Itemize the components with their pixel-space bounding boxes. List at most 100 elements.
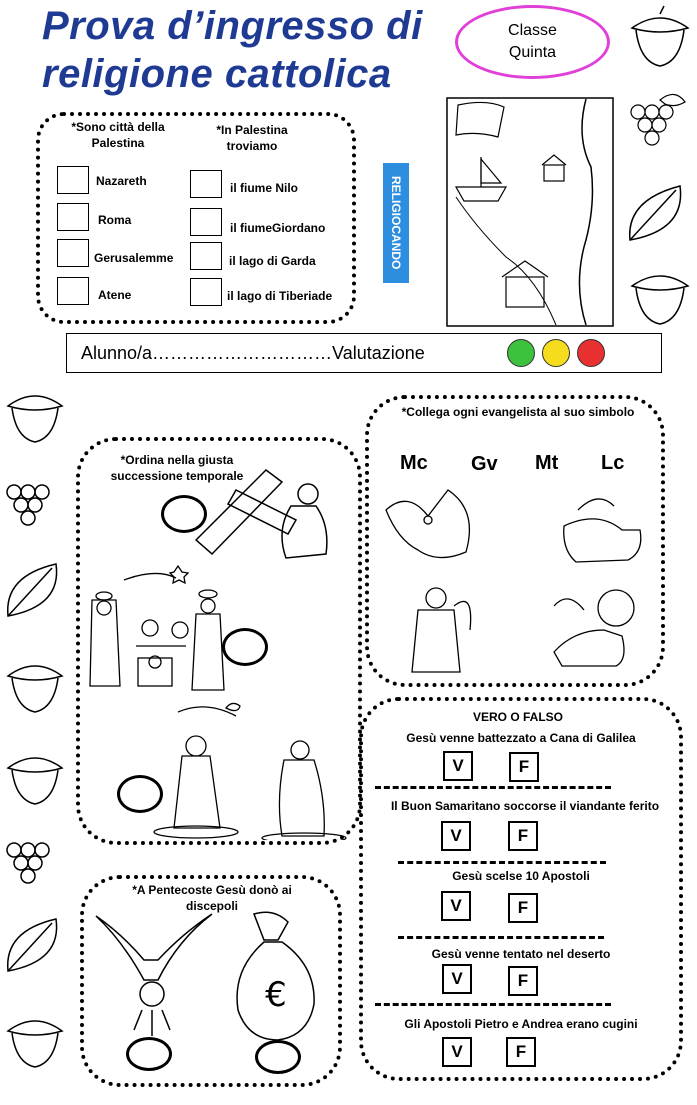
option-tiberiade: il lago di Tiberiade — [227, 289, 333, 303]
true-false-section — [359, 697, 683, 1081]
dove-icon — [95, 913, 213, 1036]
option-giordano: il fiumeGiordano — [230, 221, 326, 235]
palestine-cities-heading: *Sono città della Palestina — [71, 120, 165, 150]
evangelist-gv: Gv — [471, 453, 498, 475]
order-circle-1[interactable] — [161, 495, 207, 533]
title-line-2: religione cattolica — [42, 52, 392, 96]
boat-icon — [454, 157, 508, 202]
sad-face-icon[interactable] — [577, 339, 605, 367]
happy-face-icon[interactable] — [507, 339, 535, 367]
cross-icon — [194, 469, 328, 559]
evangelist-mt: Mt — [535, 452, 559, 474]
true-box-3[interactable]: V — [441, 891, 471, 921]
angel-icon — [411, 587, 472, 673]
class-label-1: Classe — [508, 22, 557, 39]
option-garda: il lago di Garda — [229, 254, 316, 268]
page-title: Prova d’ingresso di religione cattolica — [42, 2, 442, 98]
divider-1 — [375, 786, 611, 789]
evangelists-heading: *Collega ogni evangelista al suo simbolo — [401, 405, 635, 419]
palestine-places-heading: *In Palestina troviamo — [216, 123, 288, 153]
evangelist-mc: Mc — [400, 452, 428, 474]
true-box-2[interactable]: V — [441, 821, 471, 851]
statement-1: Gesù venne battezzato a Cana di Galilea — [406, 731, 636, 745]
ox-icon — [563, 498, 642, 563]
acorn-icon — [630, 275, 690, 325]
true-box-4[interactable]: V — [442, 964, 472, 994]
student-name-label: Alunno/a…………………………Valutazione — [81, 343, 425, 363]
acorn-icon — [6, 1020, 64, 1068]
false-box-1[interactable]: F — [509, 752, 539, 782]
order-heading: *Ordina nella giusta successione tempora… — [110, 453, 244, 483]
option-nazareth: Nazareth — [96, 174, 147, 188]
false-box-5[interactable]: F — [506, 1037, 536, 1067]
divider-3 — [398, 936, 604, 939]
statement-2: Il Buon Samaritano soccorse il viandante… — [390, 799, 660, 813]
baptism-icon — [153, 702, 347, 840]
option-gerusalemme: Gerusalemme — [94, 251, 174, 265]
pentecost-circle-2[interactable] — [255, 1040, 301, 1074]
option-nilo: il fiume Nilo — [230, 181, 299, 195]
nativity-icon — [89, 564, 225, 691]
leaf-icon — [7, 918, 58, 972]
pentecost-section — [80, 875, 342, 1087]
statement-4: Gesù venne tentato nel deserto — [431, 947, 611, 961]
divider-4 — [375, 1003, 611, 1006]
money-bag-icon: € — [236, 911, 315, 1041]
well-icon — [501, 260, 549, 308]
evangelists-section — [365, 395, 665, 687]
checkbox-atene[interactable] — [57, 277, 89, 305]
order-circle-2[interactable] — [222, 628, 268, 666]
checkbox-gerusalemme[interactable] — [57, 239, 89, 267]
grapes-icon — [6, 842, 50, 884]
village-icon — [541, 154, 567, 182]
divider-2 — [398, 861, 606, 864]
decoration-right-icons — [629, 5, 690, 325]
checkbox-nazareth[interactable] — [57, 166, 89, 194]
class-label-2: Quinta — [508, 44, 557, 61]
logo-text: RELIGIOCANDO — [389, 176, 403, 270]
class-oval: Classe Quinta — [455, 5, 610, 79]
eagle-icon — [385, 489, 470, 559]
checkbox-roma[interactable] — [57, 203, 89, 231]
option-roma: Roma — [98, 213, 132, 227]
order-circle-3[interactable] — [117, 775, 163, 813]
acorn-icon — [6, 665, 64, 713]
pentecost-heading: *A Pentecoste Gesù donò ai discepoli — [132, 883, 292, 913]
acorn-icon — [6, 395, 64, 443]
true-box-1[interactable]: V — [443, 751, 473, 781]
order-illustrations — [89, 469, 347, 840]
religiocando-logo: RELIGIOCANDO — [383, 163, 409, 283]
leaf-icon — [7, 563, 58, 617]
svg-text:€: € — [265, 975, 287, 1015]
checkbox-giordano[interactable] — [190, 208, 222, 236]
order-section — [76, 437, 362, 845]
acorn-icon — [6, 757, 64, 805]
student-name-bar: Alunno/a…………………………Valutazione — [66, 333, 662, 373]
palestine-section — [36, 112, 356, 324]
neutral-face-icon[interactable] — [542, 339, 570, 367]
false-box-4[interactable]: F — [508, 966, 538, 996]
statement-5: Gli Apostoli Pietro e Andrea erano cugin… — [404, 1017, 638, 1031]
title-line-1: Prova d’ingresso di — [42, 4, 423, 48]
option-atene: Atene — [98, 288, 132, 302]
pentecost-illustrations: € — [95, 911, 315, 1041]
pentecost-circle-1[interactable] — [126, 1037, 172, 1071]
checkbox-nilo[interactable] — [190, 170, 222, 198]
false-box-2[interactable]: F — [508, 821, 538, 851]
true-false-heading: VERO O FALSO — [472, 710, 563, 724]
checkbox-garda[interactable] — [190, 242, 222, 270]
statement-3: Gesù scelse 10 Apostoli — [452, 869, 590, 883]
leaf-icon — [629, 185, 682, 241]
palestine-map-illustration — [446, 97, 614, 327]
decoration-left-icons — [6, 395, 64, 1068]
false-box-3[interactable]: F — [508, 893, 538, 923]
checkbox-tiberiade[interactable] — [190, 278, 222, 306]
evangelist-symbols — [385, 489, 642, 673]
evangelist-lc: Lc — [601, 452, 625, 474]
scroll-icon — [455, 101, 505, 138]
lion-icon — [553, 589, 635, 667]
grapes-icon — [6, 484, 50, 526]
true-box-5[interactable]: V — [442, 1037, 472, 1067]
acorn-icon — [630, 5, 690, 67]
grapes-icon — [630, 93, 686, 146]
